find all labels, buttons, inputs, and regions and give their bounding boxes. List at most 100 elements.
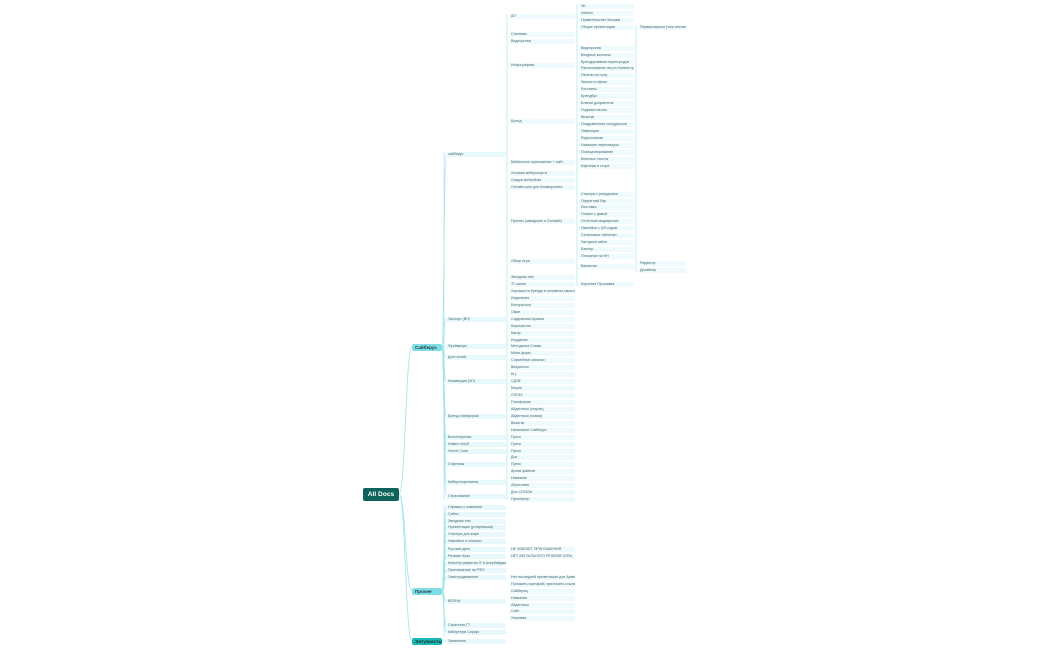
leaf-node[interactable]: Название переговорок	[579, 142, 634, 148]
topic-node[interactable]: Наклейки и стикеры	[446, 538, 506, 544]
leaf-node[interactable]: Стикеры с рендерами	[579, 191, 634, 197]
leaf-node[interactable]: Брендбук	[579, 93, 634, 99]
subtopic-node[interactable]: Скидки кибербиза	[509, 177, 575, 183]
leaf-node[interactable]: Входные колонны	[579, 52, 634, 58]
subtopic-node[interactable]: Для СОГАЗа	[509, 489, 575, 495]
subtopic-node[interactable]: Док	[509, 454, 575, 460]
topic-node[interactable]: ВОЛНА	[446, 598, 506, 604]
topic-node[interactable]: Стикеры для кофе	[446, 531, 506, 537]
leaf-node[interactable]: Визитки	[579, 114, 634, 120]
topic-node[interactable]: Электродвижение	[446, 574, 506, 580]
subtopic-node[interactable]: Мобильное приложение + сайт	[509, 159, 575, 165]
leaf-node[interactable]: Расположения лец по Бизнестрам	[579, 65, 634, 71]
topic-node[interactable]: Фреймворк	[446, 343, 506, 349]
leaf-node[interactable]: ЧК	[579, 3, 634, 9]
subtopic-node[interactable]: Упаковка	[509, 615, 575, 621]
topic-node[interactable]: сайберус	[446, 151, 506, 157]
subtopic-node[interactable]: Сайт	[509, 608, 575, 614]
subtopic-node[interactable]: Оман	[509, 309, 575, 315]
subtopic-node[interactable]: Пресс	[509, 434, 575, 440]
leaf-node[interactable]: Правительство Москвы	[579, 17, 634, 23]
subtopic-node[interactable]: Звездная тем	[509, 274, 575, 280]
topic-node[interactable]: Бренд-платформа	[446, 413, 506, 419]
subtopic-node[interactable]: Абрептива	[509, 482, 575, 488]
leaf-node[interactable]: Бланки документов	[579, 100, 634, 106]
subtopic-node[interactable]: СДЭК	[509, 378, 575, 384]
subtopic-node[interactable]: Написание Сайберус	[509, 427, 575, 433]
subtopic-node[interactable]: Инфографики	[509, 62, 575, 68]
subtopic-node[interactable]: Название	[509, 475, 575, 481]
subtopic-node[interactable]: Пулибанер	[509, 496, 575, 502]
leaf-node[interactable]: Брендирование перегородок	[579, 59, 634, 65]
subtopic-node[interactable]: Архив файлов	[509, 468, 575, 474]
leaf-node[interactable]: Общие презентации	[579, 24, 634, 30]
topic-node[interactable]: Инвест-Клуб	[446, 441, 506, 447]
subtopic-node[interactable]: Служебные записки	[509, 357, 575, 363]
leaf-node[interactable]: Видеоролик	[579, 45, 634, 51]
leaf-node[interactable]: Дизайнер	[638, 267, 686, 273]
topic-node[interactable]: Страхование	[446, 493, 506, 499]
subtopic-node[interactable]: Платформа	[509, 399, 575, 405]
topic-node[interactable]: Киберспортсмены	[446, 479, 506, 485]
branch-node[interactable]: Сайберус	[412, 343, 442, 351]
leaf-node[interactable]: Вакансии	[579, 263, 634, 269]
topic-node[interactable]: Коммерция (КП)	[446, 378, 506, 384]
topic-node[interactable]: Русский день	[446, 546, 506, 552]
subtopic-node[interactable]: Айдентика (старая)	[509, 406, 575, 412]
topic-node[interactable]: Стартапы	[446, 461, 506, 467]
leaf-node[interactable]: Панели на полу	[579, 72, 634, 78]
topic-node[interactable]: Сайты	[446, 511, 506, 517]
subtopic-node[interactable]: АП	[509, 13, 575, 19]
subtopic-node[interactable]: Названия	[509, 595, 575, 601]
topic-node[interactable]: Стратегия ГТ	[446, 622, 506, 628]
subtopic-node[interactable]: Видеоролик	[509, 38, 575, 44]
subtopic-node[interactable]: Онлайн-шоп для Коммерсанта	[509, 184, 575, 190]
leaf-node[interactable]: Родословная	[579, 135, 634, 141]
subtopic-node[interactable]: Обзор игра	[509, 258, 575, 264]
subtopic-node[interactable]: Иордания	[509, 337, 575, 343]
subtopic-node[interactable]: Катар	[509, 330, 575, 336]
subtopic-node[interactable]: Кыргызстан	[509, 323, 575, 329]
topic-node[interactable]: Заявление	[446, 638, 506, 644]
leaf-node[interactable]: Наклейки с QR-кодом	[579, 225, 634, 231]
subtopic-node[interactable]: Мини-форм	[509, 350, 575, 356]
leaf-node[interactable]: Листовка	[579, 204, 634, 210]
leaf-node[interactable]: Заглушки сайта	[579, 239, 634, 245]
topic-node[interactable]: Резюме Юры	[446, 553, 506, 559]
subtopic-node[interactable]: НЕТ АКТУАЛЬНОГО РЕЗЮМЕ ЮРЫ	[509, 553, 575, 559]
topic-node[interactable]: Приглашение на РФО	[446, 567, 506, 573]
subtopic-node[interactable]: Пресс	[509, 461, 575, 467]
leaf-node[interactable]: Описание на НН	[579, 253, 634, 259]
subtopic-node[interactable]: Айдентика	[509, 602, 575, 608]
topic-node[interactable]: Secret Code	[446, 448, 506, 454]
leaf-node[interactable]: Короткая Прошивка	[579, 281, 634, 287]
subtopic-node[interactable]: Индонезия	[509, 295, 575, 301]
subtopic-node[interactable]: Пресс	[509, 441, 575, 447]
branch-node[interactable]: Прочее	[412, 587, 442, 595]
leaf-node[interactable]: Салютовые таблички	[579, 232, 634, 238]
leaf-node[interactable]: Навигация	[579, 128, 634, 134]
subtopic-node[interactable]: Стилевик	[509, 31, 575, 37]
topic-node[interactable]: Для гостей	[446, 354, 506, 360]
topic-node[interactable]: Звездная тем	[446, 518, 506, 524]
subtopic-node[interactable]: ТГ-канал	[509, 281, 575, 287]
subtopic-node[interactable]: Хорошиста бренда в основном смысле	[509, 288, 575, 294]
branch-node[interactable]: Энтузиасты	[412, 637, 442, 645]
topic-node[interactable]: Кибертерм Сириус	[446, 629, 506, 635]
leaf-node[interactable]: Баннер	[579, 246, 634, 252]
subtopic-node[interactable]: Условия киберспорта	[509, 170, 575, 176]
leaf-node[interactable]: Подписи писем	[579, 107, 634, 113]
subtopic-node[interactable]: Айдентика (новая)	[509, 413, 575, 419]
subtopic-node[interactable]: Бренд	[509, 118, 575, 124]
subtopic-node[interactable]: Пресс	[509, 448, 575, 454]
leaf-node[interactable]: Позиционирование	[579, 149, 634, 155]
leaf-node[interactable]: Редактор	[638, 260, 686, 266]
leaf-node[interactable]: Пируэтный бар	[579, 198, 634, 204]
topic-node[interactable]: Кластер развития IT в Азербайджане	[446, 560, 506, 566]
subtopic-node[interactable]: Принты (заводские и Gamistik)	[509, 218, 575, 224]
leaf-node[interactable]: Плакат с дамой	[579, 211, 634, 217]
subtopic-node[interactable]: Сайбериц	[509, 588, 575, 594]
root-node[interactable]: All Docs	[363, 488, 399, 501]
leaf-node[interactable]: Отчётный медиаролик	[579, 218, 634, 224]
topic-node[interactable]: Справка о компании	[446, 504, 506, 510]
